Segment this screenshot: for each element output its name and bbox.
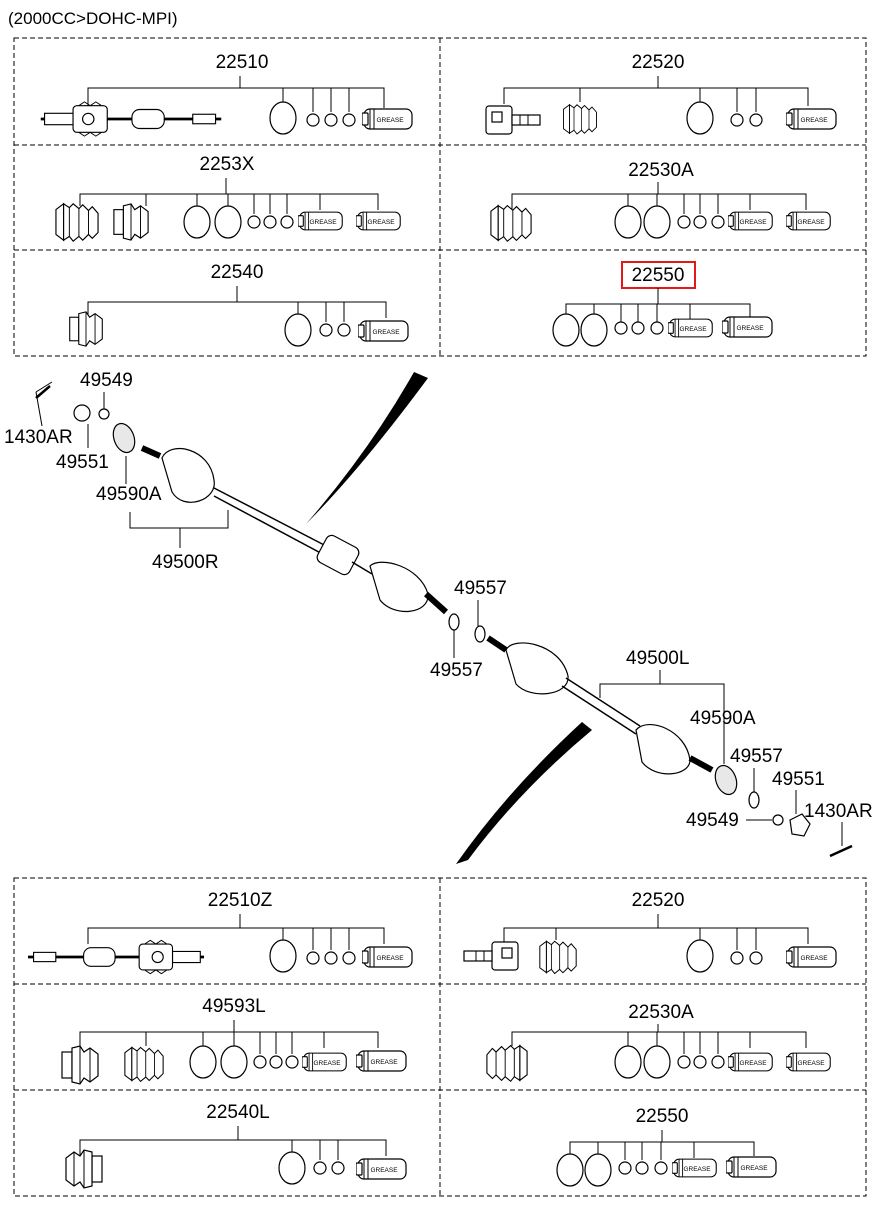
svg-text:GREASE: GREASE [367, 219, 395, 226]
kit-label: 22510Z [208, 890, 273, 911]
clamp-ring-icon [269, 101, 297, 135]
callout-49557-b: 49557 [430, 660, 483, 681]
axle-assembly-icon [28, 938, 204, 976]
svg-text:GREASE: GREASE [370, 1059, 398, 1066]
svg-text:GREASE: GREASE [797, 219, 825, 226]
callout-49557-l: 49557 [730, 746, 783, 767]
svg-text:GREASE: GREASE [740, 1165, 768, 1172]
boot-icon [69, 311, 103, 347]
kit-cell-22530A-b[interactable]: 22530A GREASE GREASE [486, 1002, 831, 1082]
kit-cell-22520[interactable]: 22520 GREASE [485, 52, 837, 135]
boot-icon [65, 1149, 103, 1189]
svg-text:GREASE: GREASE [679, 326, 707, 333]
svg-text:GREASE: GREASE [313, 1060, 341, 1067]
callout-49549-r: 49549 [80, 370, 133, 391]
callout-1430AR-r: 1430AR [4, 427, 73, 448]
boot-icon [61, 1045, 99, 1085]
boot-icon [486, 1045, 528, 1082]
kit-cell-49593L[interactable]: 49593L GREASE GREASE [61, 996, 407, 1085]
callout-49500L: 49500L [626, 648, 689, 669]
kit-label: 22530A [628, 160, 694, 181]
kit-label: 22520 [632, 890, 685, 911]
exploded-shaft-view: 49549 1430AR 49551 49590A 49500R 49557 4… [4, 370, 873, 864]
kit-cell-22520-b[interactable]: 22520 GREASE [463, 890, 837, 975]
kit-label: 49593L [202, 996, 265, 1017]
kit-cell-22550-b[interactable]: 22550 GREASE GREASE [556, 1106, 777, 1187]
kit-label: 22550 [636, 1106, 689, 1127]
kit-cell-2253X[interactable]: 2253X GREASE GREASE [55, 154, 401, 242]
boot-icon [113, 203, 149, 241]
callout-49590A-r: 49590A [96, 484, 162, 505]
kit-cell-22550[interactable]: 22550 GREASE GREASE [552, 261, 773, 347]
joint-housing-icon [485, 105, 541, 135]
svg-text:GREASE: GREASE [739, 219, 767, 226]
svg-text:GREASE: GREASE [739, 1060, 767, 1067]
kit-cell-22540L[interactable]: 22540L GREASE [65, 1102, 407, 1189]
axle-assembly-icon [40, 100, 222, 138]
svg-text:GREASE: GREASE [683, 1166, 711, 1173]
svg-text:GREASE: GREASE [736, 325, 764, 332]
svg-text:GREASE: GREASE [800, 955, 828, 962]
callout-49549-l: 49549 [686, 810, 739, 831]
kit-label: 2253X [200, 154, 255, 175]
callout-49590A-l: 49590A [690, 708, 756, 729]
boot-icon [55, 203, 99, 242]
kit-cell-22540[interactable]: 22540 GREASE [69, 262, 409, 347]
kit-label: 22550 [632, 265, 685, 286]
svg-text:GREASE: GREASE [372, 329, 400, 336]
boot-icon [124, 1046, 164, 1082]
callout-49551-l: 49551 [772, 769, 825, 790]
svg-text:GREASE: GREASE [376, 955, 404, 962]
kit-label: 22530A [628, 1002, 694, 1023]
boot-icon [563, 104, 597, 135]
boot-icon [539, 940, 577, 975]
pointer-wedge-lower [456, 722, 592, 864]
kit-cell-22530A[interactable]: 22530A GREASE GREASE [490, 160, 831, 242]
kit-label: 22540L [206, 1102, 269, 1123]
header-engine-spec: (2000CC>DOHC-MPI) [8, 9, 178, 28]
kit-grid-top [13, 37, 867, 357]
callout-49557-a: 49557 [454, 578, 507, 599]
callout-49551-r: 49551 [56, 452, 109, 473]
svg-text:GREASE: GREASE [800, 117, 828, 124]
callout-1430AR-l: 1430AR [804, 801, 873, 822]
joint-housing-icon [463, 941, 519, 971]
svg-text:GREASE: GREASE [376, 117, 404, 124]
kit-label: 22520 [632, 52, 685, 73]
pointer-wedge-upper [306, 372, 428, 524]
svg-text:GREASE: GREASE [309, 219, 337, 226]
svg-text:GREASE: GREASE [797, 1060, 825, 1067]
kit-label: 22510 [216, 52, 269, 73]
kit-cell-22510[interactable]: 22510 GREASE [40, 52, 413, 138]
kit-cell-22510Z[interactable]: 22510Z GREASE [28, 890, 413, 976]
kit-grid-bottom [13, 877, 867, 1197]
svg-text:GREASE: GREASE [370, 1167, 398, 1174]
boot-icon [490, 205, 532, 242]
kit-label: 22540 [211, 262, 264, 283]
callout-49500R: 49500R [152, 552, 219, 573]
